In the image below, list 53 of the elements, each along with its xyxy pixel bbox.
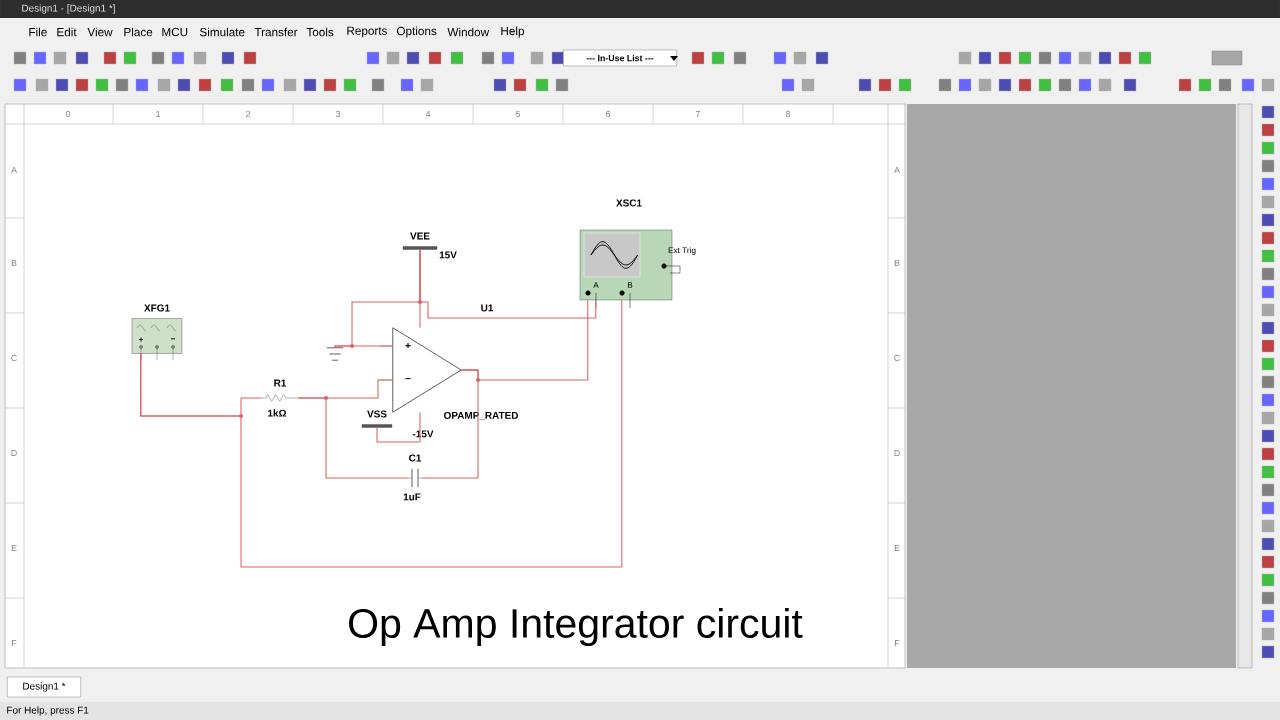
ruler-letter: D: [11, 449, 17, 456]
menu-item: Simulate: [199, 27, 245, 37]
node-label: U1: [481, 304, 494, 312]
window-title: Design1 - [Design1 *]: [22, 4, 115, 14]
wire: [460, 299, 589, 381]
menu-item: Tools: [306, 27, 334, 37]
ruler-number: 4: [425, 110, 431, 117]
menu-item: Options: [396, 26, 437, 38]
ruler-number: 3: [335, 110, 341, 118]
caption: Op Amp Integrator circuit: [349, 607, 803, 647]
ruler-letter: C: [894, 354, 900, 362]
wire: [140, 299, 623, 568]
node-label: OPAMP_RATED: [443, 411, 519, 421]
ruler-letter: C: [11, 354, 17, 362]
menu-item: Edit: [57, 27, 77, 37]
tab: Design1 *: [7, 676, 81, 698]
menu-item: Reports: [347, 26, 387, 38]
ruler-number: 7: [696, 110, 700, 117]
menu-item: Help: [501, 26, 524, 38]
ruler-letter: A: [11, 166, 17, 173]
ruler-number: 8: [785, 110, 791, 118]
oscilloscope: XSC1 A B Ext Trig: [579, 199, 696, 309]
ruler-number: 1: [156, 110, 161, 117]
node-label: Ext Trig: [668, 247, 696, 255]
node-label: XSC1: [616, 199, 642, 207]
menu-item: View: [87, 27, 113, 37]
ruler-letter: D: [894, 449, 900, 456]
menu-item: Place: [124, 27, 153, 37]
resistor: R1 1kΩ: [261, 379, 299, 417]
function-generator: XFG1 + −: [131, 304, 183, 361]
ruler-number: 5: [515, 110, 521, 118]
ruler-number: 0: [65, 110, 71, 118]
ruler-letter: E: [11, 544, 17, 551]
ruler-letter: B: [894, 259, 900, 266]
menu-item: File: [29, 27, 47, 37]
ruler-number: 6: [606, 110, 611, 118]
menu-item: MCU: [162, 27, 188, 37]
node-label: XFG1: [144, 304, 170, 312]
ruler-letter: E: [894, 544, 900, 551]
capacitor: C1 1uF: [403, 454, 423, 501]
ruler-letter: A: [894, 166, 900, 173]
menu-item: Window: [447, 27, 490, 37]
wire: [297, 397, 409, 479]
ground-symbol: [326, 347, 344, 361]
menu-item: Transfer: [254, 27, 298, 37]
ruler-number: 2: [246, 110, 250, 118]
wire: [376, 411, 421, 443]
ruler-letter: F: [12, 639, 17, 646]
ruler-letter: B: [11, 259, 17, 266]
ruler-letter: F: [895, 639, 900, 646]
dropdown-list: --- In-Use List ---: [563, 49, 678, 67]
wire: [419, 249, 597, 319]
status-text: For Help, press F1: [7, 706, 89, 716]
